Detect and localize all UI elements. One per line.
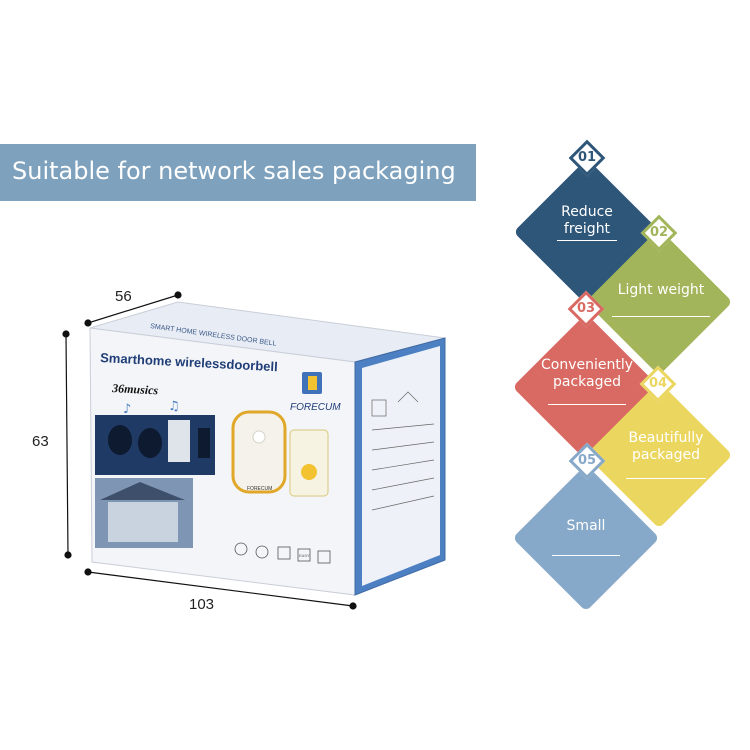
box-side-panel xyxy=(362,346,440,586)
side-panel-icons xyxy=(371,391,435,511)
doorbell-icon xyxy=(371,399,387,417)
feature-number: 01 xyxy=(577,150,597,165)
feature-label: Reduce freight xyxy=(561,204,613,237)
dimension-width: 103 xyxy=(189,596,215,613)
brand-name: FORECUM xyxy=(290,402,341,413)
temperature-icon xyxy=(234,542,248,556)
easy-icon xyxy=(297,548,311,562)
feature-underline xyxy=(548,404,626,405)
brand-logo-accent xyxy=(308,376,317,390)
feature-underline xyxy=(557,240,617,241)
feature-underline xyxy=(626,478,706,479)
device-label: FORECUM xyxy=(247,486,272,492)
dimension-depth: 56 xyxy=(115,288,132,305)
receiver-device xyxy=(231,410,287,494)
feature-underline xyxy=(552,555,620,556)
feature-number: 05 xyxy=(577,453,597,468)
music-note-icon: ♪ xyxy=(123,402,131,417)
feature-number: 02 xyxy=(649,225,669,240)
power-icon xyxy=(277,546,291,560)
feature-label: Conveniently packaged xyxy=(540,357,634,390)
dimension-height: 63 xyxy=(32,433,49,450)
feature-number: 03 xyxy=(576,301,596,316)
feature-icons-row xyxy=(234,542,331,564)
feature-label: Beautifully packaged xyxy=(628,430,704,463)
feature-label: Light weight xyxy=(617,282,705,298)
title-banner: Suitable for network sales packaging xyxy=(0,144,476,201)
feature-underline xyxy=(612,316,710,317)
banner-title: Suitable for network sales packaging xyxy=(12,157,456,185)
music-note-icon: ♫ xyxy=(168,399,180,414)
box-subtitle: 36musics xyxy=(111,381,159,397)
feature-number: 04 xyxy=(648,376,668,391)
settings-icon xyxy=(255,545,269,559)
check-icon xyxy=(317,550,331,564)
dimension-lines xyxy=(62,291,357,610)
feature-label: Small xyxy=(566,518,606,534)
easy-label: EASY xyxy=(299,553,310,558)
house-icon xyxy=(397,391,419,403)
button-device xyxy=(289,429,329,497)
